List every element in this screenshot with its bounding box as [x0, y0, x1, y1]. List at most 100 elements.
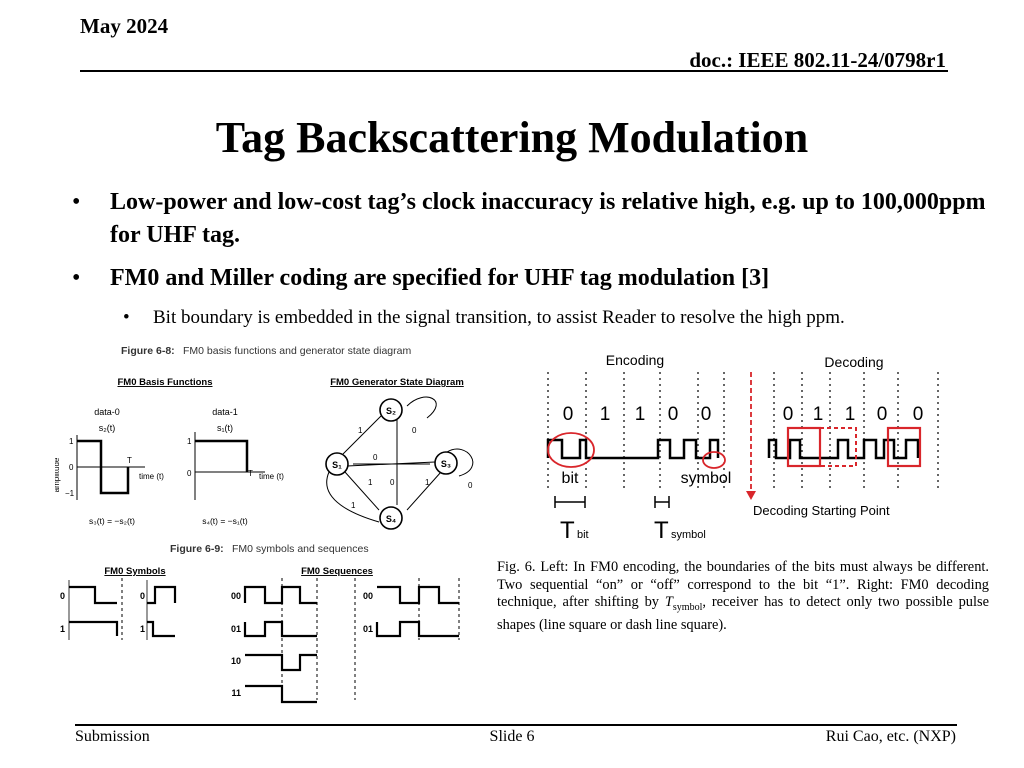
- t-mark-b: T: [248, 469, 253, 478]
- data1-label: data-1: [212, 407, 238, 417]
- t-bit-T: T: [560, 517, 575, 544]
- edge-label: 0: [373, 453, 378, 462]
- bullet-text: FM0 and Miller coding are specified for …: [110, 265, 770, 291]
- bit-highlight-circle: [547, 432, 595, 468]
- edge-label: 0: [412, 426, 417, 435]
- t-mark-a: T: [127, 456, 132, 465]
- state-s3-node: [434, 451, 458, 475]
- seq-label-00-b: 00: [363, 591, 373, 601]
- s1t-label: s₁(t): [217, 423, 233, 433]
- dec-bit-3: 1: [845, 404, 856, 425]
- fig68-text: FM0 basis functions and generator state …: [183, 345, 411, 357]
- enc-bit-4: 0: [668, 404, 679, 425]
- decoding-waveform: [767, 438, 920, 460]
- state-edge-labels: 1 0 0 1 0 1 1 0: [351, 426, 473, 510]
- data0-waveform: [77, 439, 130, 495]
- data1-waveform: [195, 439, 249, 472]
- dec-bit-1: 0: [783, 404, 794, 425]
- fm0-decoding-figure: Encoding Decoding 0 1 1 0 0 0 1 1 0 0 bi…: [546, 352, 939, 544]
- encoding-label: Encoding: [606, 352, 664, 368]
- seq-label-10: 10: [231, 656, 241, 666]
- sequence-waveforms: [243, 585, 459, 704]
- state-s1-label: S₁: [332, 460, 342, 470]
- footer-author: Rui Cao, etc. (NXP): [825, 728, 956, 745]
- state-diagram-edges: [326, 396, 474, 523]
- state-s1-node: [325, 452, 349, 476]
- symbol-row-1-label: 1: [60, 624, 65, 634]
- state-s2-node: [379, 398, 403, 422]
- seq-label-11: 11: [231, 688, 241, 698]
- fig69-text: FM0 symbols and sequences: [232, 543, 369, 555]
- edge-label: 0: [468, 481, 473, 490]
- data0-label: data-0: [94, 407, 120, 417]
- encoding-bits: 0 1 1 0 0: [563, 404, 712, 425]
- edge-label: 1: [351, 501, 356, 510]
- t-symbol-sub: symbol: [671, 529, 706, 541]
- basis-title: FM0 Basis Functions: [117, 377, 212, 388]
- sequence-row-labels: 00 01 10 11 00 01: [231, 591, 373, 698]
- y-tick-0-a: 0: [69, 463, 74, 472]
- y-tick-1-a: 1: [69, 437, 74, 446]
- bullet-marker: •: [72, 189, 81, 215]
- t-symbol-marker: [654, 496, 670, 508]
- symbol-row-0-label-b: 0: [140, 591, 145, 601]
- enc-bit-2: 1: [600, 404, 611, 425]
- state-s4-label: S₄: [386, 514, 396, 524]
- y-tick-neg1-a: −1: [65, 489, 75, 498]
- time-label-a: time (t): [139, 472, 164, 481]
- figure-caption: Fig. 6. Left: In FM0 encoding, the bound…: [497, 559, 989, 634]
- seq-label-01: 01: [231, 624, 241, 634]
- header-doc-id: doc.: IEEE 802.11-24/0798r1: [689, 48, 946, 72]
- state-s4-node: [379, 506, 403, 530]
- caption-prefix: Fig. 6. Left: In FM0 encoding, the bound…: [497, 559, 989, 611]
- enc-bit-3: 1: [635, 404, 646, 425]
- symbol-highlight-circle: [702, 451, 726, 469]
- footer-slide-number: Slide 6: [489, 728, 535, 745]
- fig69-label: Figure 6-9:: [170, 543, 224, 555]
- encoding-waveform: [546, 438, 720, 460]
- bullet-marker: •: [123, 307, 130, 328]
- header-rule: [80, 70, 948, 72]
- seq-label-01-b: 01: [363, 624, 373, 634]
- bullet-text: Low-power and low-cost tag’s clock inacc…: [110, 189, 986, 248]
- seq-label-00: 00: [231, 591, 241, 601]
- decode-solid-square-1: [786, 426, 822, 468]
- amplitude-label: amplitude: [55, 457, 61, 492]
- decoding-start-label: Decoding Starting Point: [753, 503, 890, 518]
- footer-rule: [75, 724, 957, 726]
- sub-bullet-bit-boundary: • Bit boundary is embedded in the signal…: [123, 306, 1013, 330]
- s4-equation: s₄(t) = −s₁(t): [202, 516, 248, 526]
- t-bit-marker: [554, 496, 586, 508]
- encoding-grid: [547, 372, 939, 488]
- header-date: May 2024: [80, 14, 169, 38]
- t-bit-sub: bit: [577, 529, 589, 541]
- symbol-label: symbol: [681, 470, 732, 487]
- enc-bit-5: 0: [701, 404, 712, 425]
- slide-title: Tag Backscattering Modulation: [215, 113, 809, 162]
- caption-var: T: [664, 594, 673, 611]
- edge-label: 1: [368, 478, 373, 487]
- bullet-marker: •: [72, 265, 81, 291]
- bullet-clock-inaccuracy: • Low-power and low-cost tag’s clock ina…: [72, 186, 1005, 252]
- bullet-fm0-miller: • FM0 and Miller coding are specified fo…: [72, 262, 1005, 295]
- decoding-label: Decoding: [824, 354, 883, 370]
- caption-suffix: , receiver has to detect only two possib…: [497, 594, 989, 633]
- time-label-b: time (t): [259, 472, 284, 481]
- sequences-title: FM0 Sequences: [301, 566, 373, 577]
- decode-solid-square-2: [886, 426, 922, 468]
- dec-bit-2: 1: [813, 404, 824, 425]
- y-tick-0-b: 0: [187, 469, 192, 478]
- state-s3-label: S₃: [441, 459, 451, 469]
- decoding-start-arrow: [746, 491, 756, 500]
- caption-var-sub: symbol: [672, 602, 703, 614]
- s2t-label: s₂(t): [99, 423, 116, 433]
- fm0-spec-figure: Figure 6-8: FM0 basis functions and gene…: [55, 345, 474, 704]
- footer-submission: Submission: [75, 728, 150, 745]
- dec-bit-4: 0: [877, 404, 888, 425]
- symbol-row-0-label: 0: [60, 591, 65, 601]
- decoding-bits: 0 1 1 0 0: [783, 404, 924, 425]
- bit-label: bit: [562, 470, 579, 487]
- edge-label: 0: [390, 478, 395, 487]
- t-symbol-T: T: [654, 517, 669, 544]
- symbols-title: FM0 Symbols: [104, 566, 165, 577]
